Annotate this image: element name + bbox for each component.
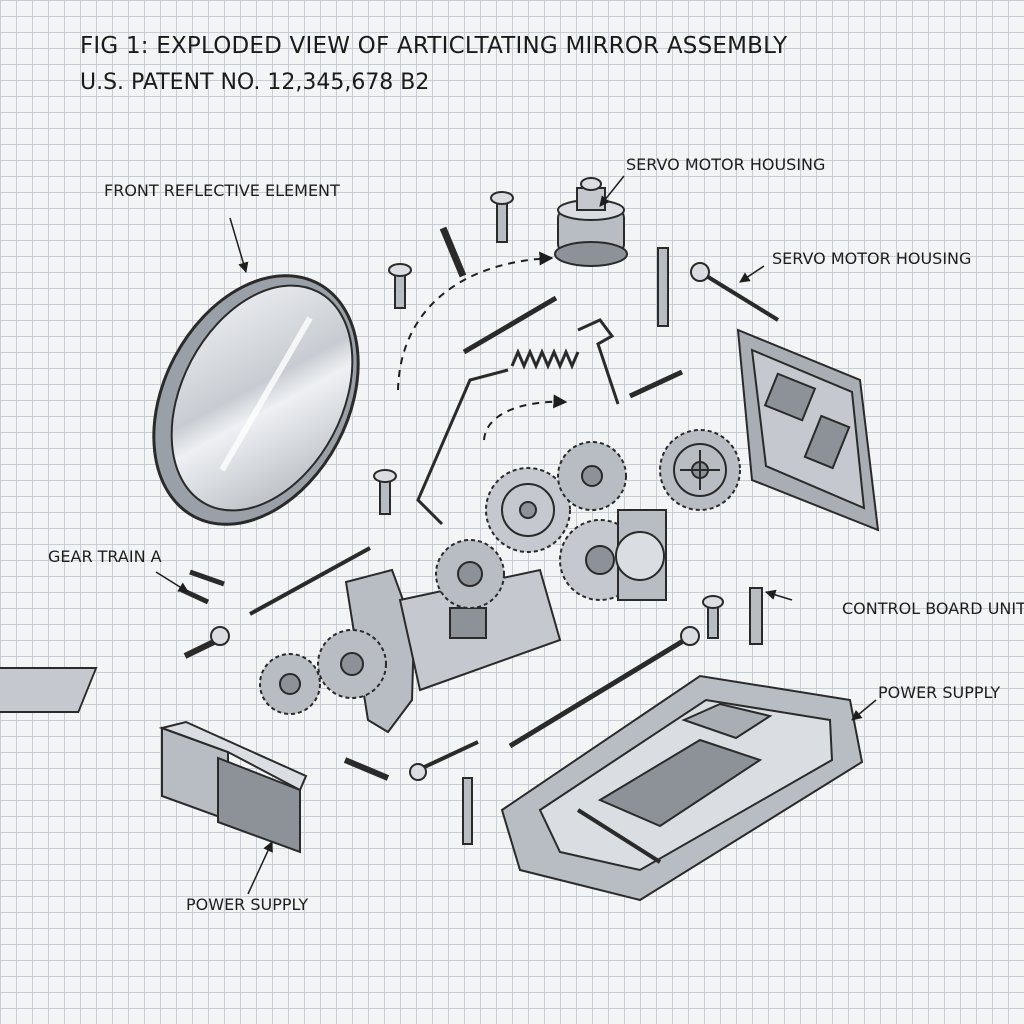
label-front-reflective-element: FRONT REFLECTIVE ELEMENT xyxy=(104,181,340,200)
label-power-supply-bottom: POWER SUPPLY xyxy=(186,895,309,914)
label-servo-motor-housing-right: SERVO MOTOR HOUSING xyxy=(772,249,972,268)
motion-arrows xyxy=(397,251,568,441)
power-supply-tray xyxy=(500,674,864,902)
patent-number: U.S. PATENT NO. 12,345,678 B2 xyxy=(80,70,430,95)
gear-train-core xyxy=(0,429,741,734)
spring-linkage xyxy=(416,318,620,526)
label-control-board-unit: CONTROL BOARD UNIT xyxy=(842,599,1024,618)
control-board xyxy=(736,328,880,532)
servo-motor-housing-top xyxy=(554,177,628,267)
label-power-supply-right: POWER SUPPLY xyxy=(878,683,1001,702)
figure-title: FIG 1: EXPLODED VIEW OF ARTICLTATING MIR… xyxy=(80,33,788,59)
label-servo-motor-housing-top: SERVO MOTOR HOUSING xyxy=(626,155,826,174)
leader-lines xyxy=(155,175,877,895)
label-gear-train-a: GEAR TRAIN A xyxy=(48,547,162,566)
power-supply-block xyxy=(158,720,308,854)
front-reflective-element xyxy=(152,274,360,526)
